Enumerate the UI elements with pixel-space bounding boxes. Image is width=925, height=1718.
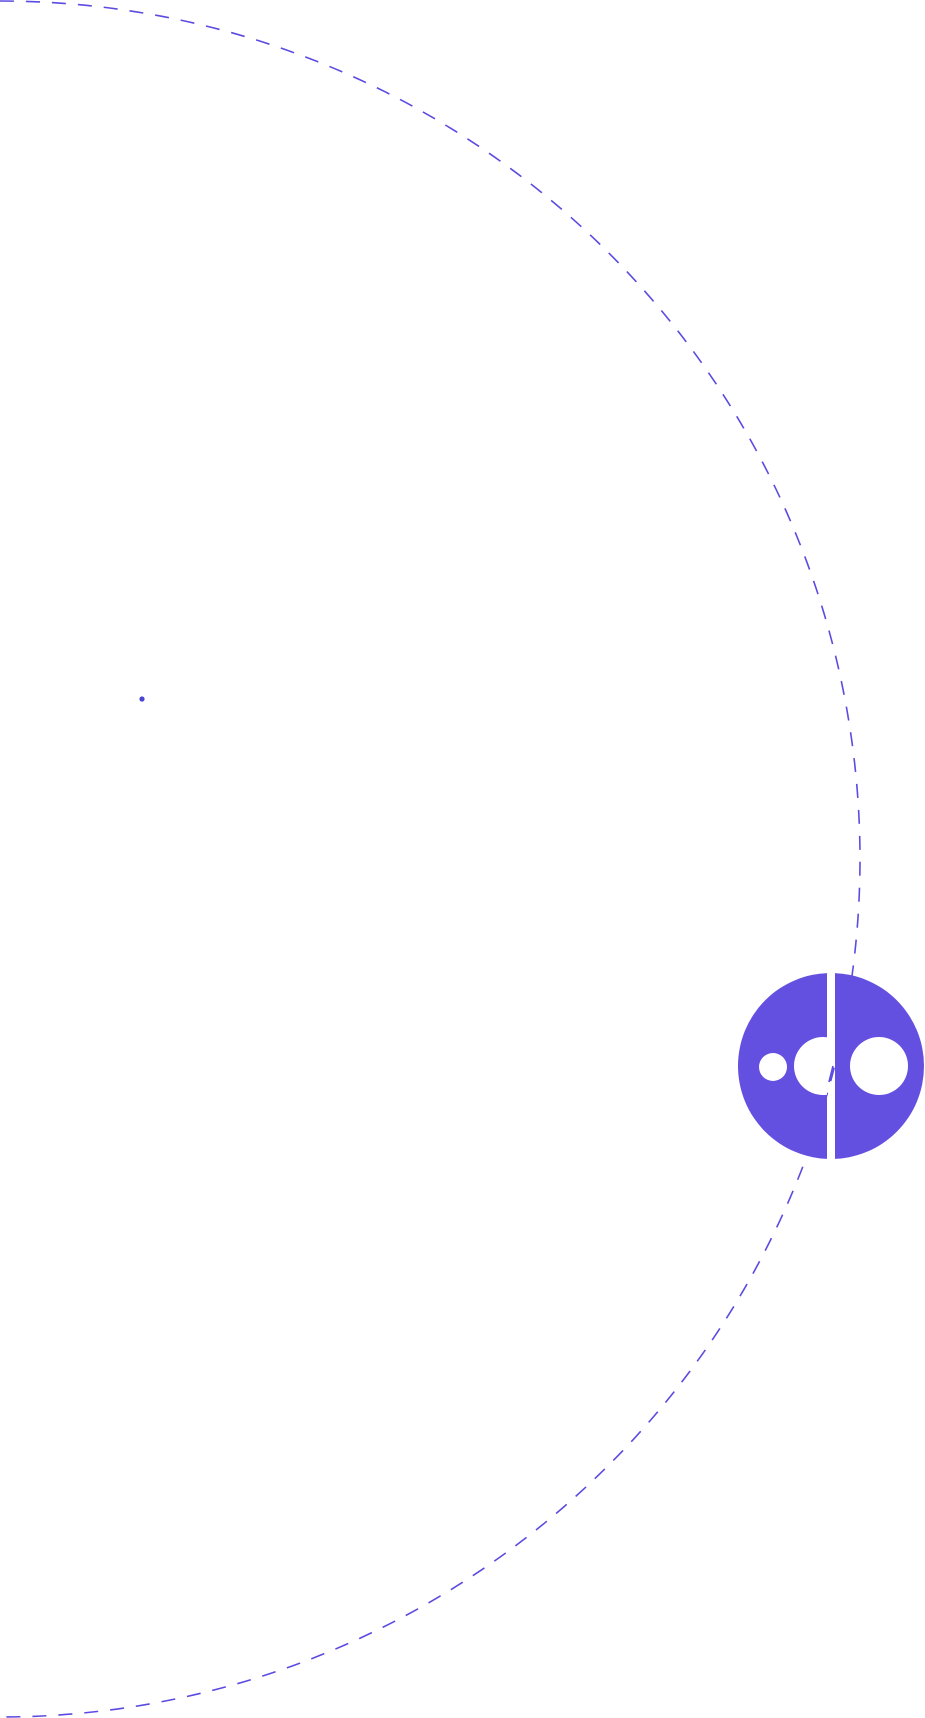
logo-orbit-dash [828, 1065, 834, 1083]
split-circle-logo-icon [738, 973, 924, 1159]
logo-hole-left-half [794, 1037, 827, 1095]
dashed-orbit-arc [0, 0, 861, 1718]
logo-hole-right [850, 1037, 908, 1095]
small-dot-icon [139, 696, 145, 702]
logo-hole-small [759, 1053, 787, 1081]
